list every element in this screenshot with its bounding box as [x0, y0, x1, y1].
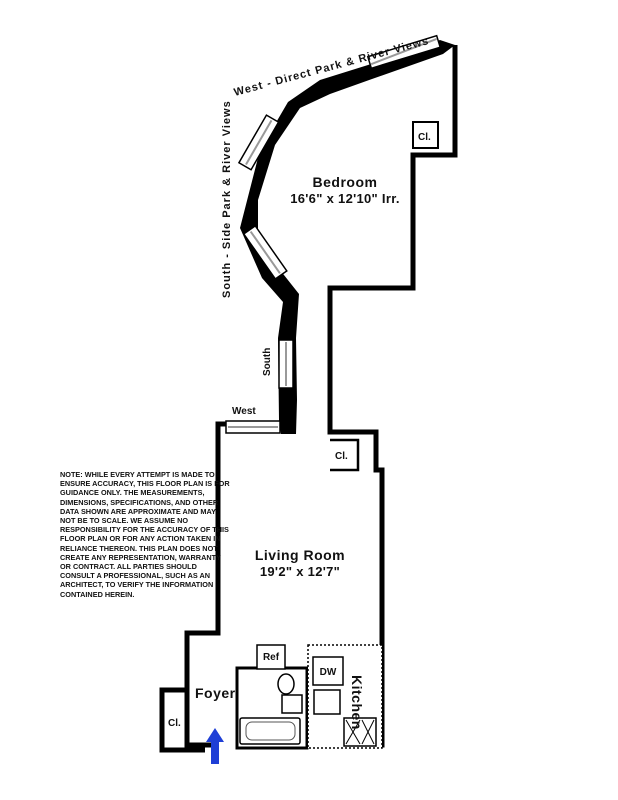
window-south-side-2 [242, 224, 288, 280]
window-west [225, 420, 281, 434]
living-closet [330, 438, 360, 472]
kitchen-bath-block [235, 644, 383, 750]
exterior-wall [184, 45, 458, 748]
window-south-side-1 [237, 114, 280, 171]
disclaimer-note: Note: While every attempt is made to ens… [60, 470, 230, 599]
entry-arrow-icon [206, 728, 224, 764]
foyer-label: Foyer [195, 685, 236, 701]
foyer-closet-wall [159, 687, 205, 753]
dishwasher-label: DW [320, 667, 337, 678]
view-west: West [232, 406, 256, 417]
view-south: South [262, 348, 273, 376]
bedroom-closet [412, 121, 439, 149]
bedroom-closet-label: Cl. [418, 132, 431, 143]
refrigerator-label: Ref [263, 652, 280, 663]
view-south-side: South - Side Park & River Views [221, 100, 233, 298]
bedroom-dimensions: 16'6" x 12'10" Irr. [290, 191, 400, 206]
curved-window-wall [240, 40, 455, 434]
living-room-label: Living Room [255, 547, 345, 563]
window-west-direct [366, 34, 442, 70]
kitchen-label: Kitchen [349, 675, 365, 730]
living-room-dimensions: 19'2" x 12'7" [260, 564, 340, 579]
window-south [278, 339, 294, 389]
foyer-closet-label: Cl. [168, 718, 181, 729]
bedroom-label: Bedroom [313, 174, 378, 190]
living-closet-label: Cl. [335, 451, 348, 462]
